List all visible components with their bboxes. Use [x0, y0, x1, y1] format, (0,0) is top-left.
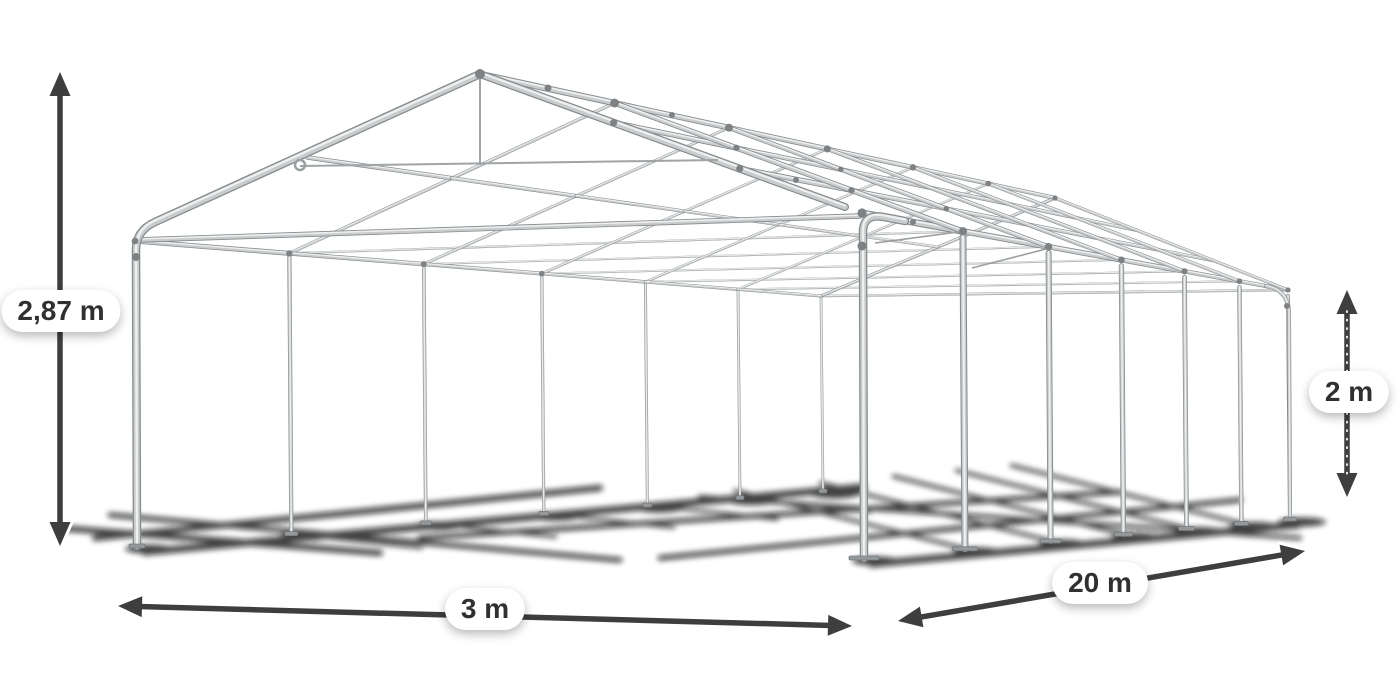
dimension-label-width: 3 m [444, 588, 526, 630]
dimension-label-length: 20 m [1052, 562, 1148, 604]
pipe-joints [128, 69, 1297, 561]
front-gable-frame [131, 69, 1292, 563]
near-side-frame [611, 100, 1292, 553]
ground-shadows [57, 463, 1326, 568]
dimension-label-total-height: 2,87 m [1, 290, 121, 332]
dimension-label-side-height: 2 m [1308, 371, 1390, 413]
